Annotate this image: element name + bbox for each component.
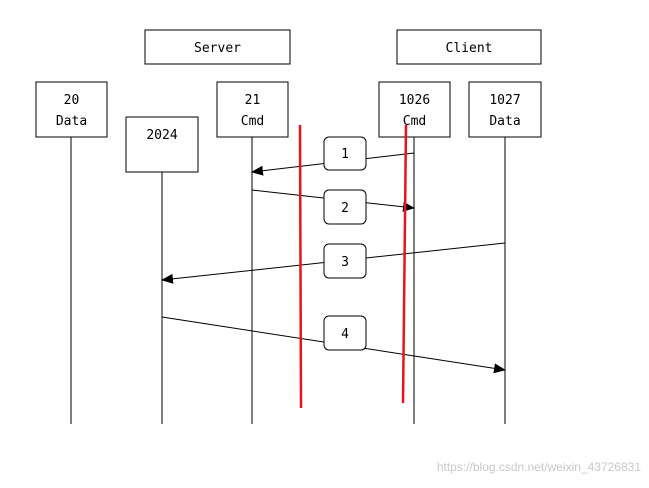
server-label: Server [194,41,241,56]
port-role: Data [489,114,520,129]
firewall-line-server [298,124,303,409]
port-number: 2024 [146,128,177,143]
client-group-header: Client [396,29,542,65]
port-number: 20 [64,93,80,108]
port-number: 1026 [399,93,430,108]
step-label-1: 1 [323,136,367,171]
port-role: Cmd [241,114,264,129]
step-label-3: 3 [323,243,367,279]
server-group-header: Server [144,29,291,65]
port-box-2024: 2024 [125,116,199,173]
port-box-20: 20 Data [35,81,108,138]
client-label: Client [446,41,493,56]
step-label-4: 4 [323,315,367,351]
port-box-1027: 1027 Data [468,81,542,138]
port-role: Cmd [403,114,426,129]
step-number: 1 [341,147,349,162]
port-box-21: 21 Cmd [216,81,289,138]
port-role: Data [56,114,87,129]
port-box-1026: 1026 Cmd [378,81,451,138]
step-number: 4 [341,327,349,342]
port-number: 21 [245,93,261,108]
step-number: 2 [341,201,349,216]
watermark: https://blog.csdn.net/weixin_43726831 [437,460,641,474]
step-number: 3 [341,255,349,270]
step-label-2: 2 [323,189,367,225]
port-number: 1027 [489,93,520,108]
firewall-line-client [401,124,408,404]
